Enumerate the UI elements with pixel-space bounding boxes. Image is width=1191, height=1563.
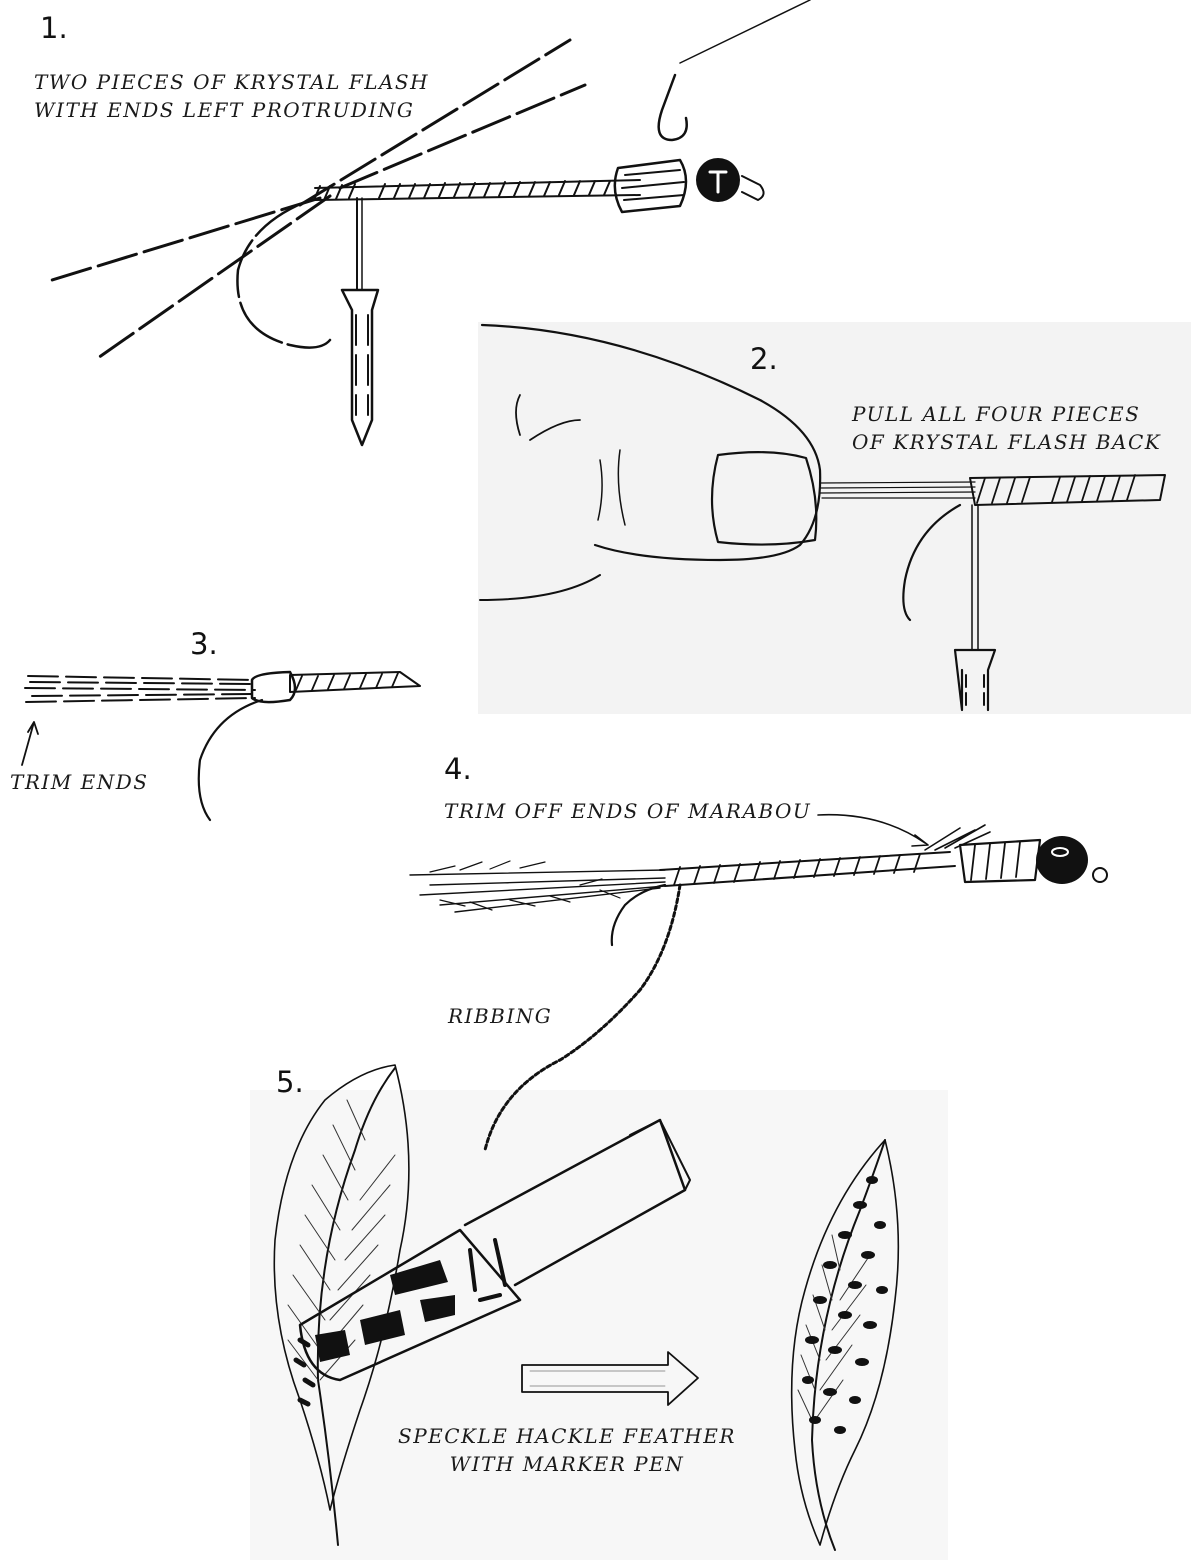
pointer-arrow [22,722,38,765]
step1-drawing [52,0,810,445]
marabou-tail [410,870,665,912]
caption-line: WITH MARKER PEN [398,1450,736,1478]
caption-line: TRIM OFF ENDS OF MARABOU [444,797,811,825]
thumbnail [712,452,816,544]
step2-drawing [480,325,1165,710]
caption-line: OF KRYSTAL FLASH BACK [852,428,1161,456]
step-caption: TRIM OFF ENDS OF MARABOU [444,797,811,825]
step-number: 3. [190,630,218,659]
feather-left [274,1065,409,1510]
step-number: 4. [444,755,472,784]
caption-line: WITH ENDS LEFT PROTRUDING [34,96,429,124]
flash-strand [52,198,320,280]
step4-drawing [410,815,1107,1150]
caption-line: TWO PIECES OF KRYSTAL FLASH [34,68,429,96]
hook-shank [315,180,640,188]
feather-quill [812,1140,885,1550]
step-caption: TRIM ENDS [10,768,148,796]
step-number: 1. [40,14,68,43]
step-caption: PULL ALL FOUR PIECES OF KRYSTAL FLASH BA… [852,400,1161,456]
tippet-line [680,0,810,63]
ribbing-label: RIBBING [448,1002,552,1030]
hook-bend [237,202,330,348]
bead-head-icon [1036,836,1088,884]
step-caption: TWO PIECES OF KRYSTAL FLASH WITH ENDS LE… [34,68,429,124]
right-arrow-icon [522,1352,698,1405]
caption-line: PULL ALL FOUR PIECES [852,400,1161,428]
bobbin-holder [342,290,378,445]
label-leader-line [818,815,928,846]
step-number: 5. [276,1068,304,1097]
hook-shank [315,195,640,200]
step-number: 2. [750,345,778,374]
flash-strand [95,196,330,360]
caption-line: TRIM ENDS [10,768,148,796]
caption-line: SPECKLE HACKLE FEATHER [398,1422,736,1450]
step-caption: SPECKLE HACKLE FEATHER WITH MARKER PEN [398,1422,736,1478]
thread-bump [252,672,295,702]
step3-drawing [22,672,420,820]
wrapped-shank [290,672,420,692]
small-hook-icon [659,75,687,140]
